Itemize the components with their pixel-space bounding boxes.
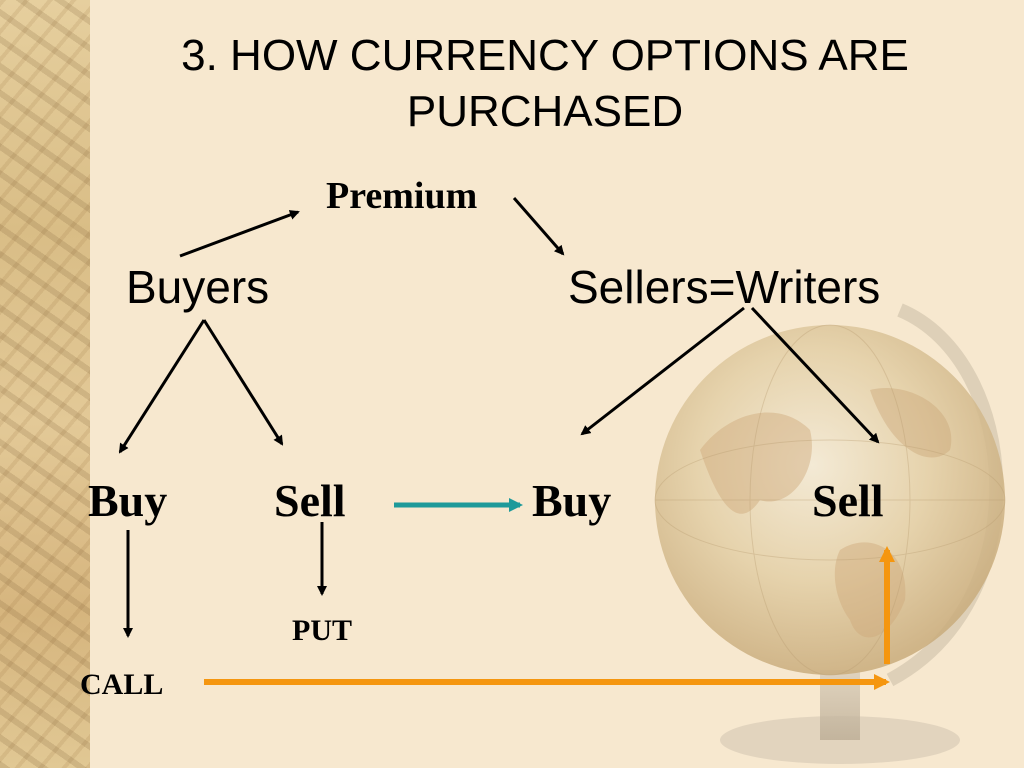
premium-label: Premium: [326, 175, 478, 217]
title-line-2: PURCHASED: [406, 87, 684, 136]
buyer-buy-label: Buy: [88, 475, 168, 526]
call-label: CALL: [80, 668, 164, 701]
buyers-label: Buyers: [126, 261, 270, 313]
slide-title: 3. HOW CURRENCY OPTIONS ARE PURCHASED: [95, 28, 995, 140]
put-label: PUT: [292, 614, 352, 647]
arrow-sellers-to-buy: [580, 306, 745, 436]
arrow-premium-to-sellers: [512, 197, 565, 256]
arrow-buyers-to-buy: [118, 319, 206, 454]
arrow-buyers-to-sell: [202, 319, 284, 446]
title-line-1: 3. HOW CURRENCY OPTIONS ARE: [181, 31, 909, 80]
sellers-writers-label: Sellers=Writers: [568, 261, 881, 313]
seller-buy-label: Buy: [532, 475, 612, 526]
seller-sell-label: Sell: [812, 475, 884, 526]
buyer-sell-label: Sell: [274, 475, 346, 526]
arrow-buyers-to-premium: [179, 210, 300, 258]
decorative-map-strip: [0, 0, 90, 768]
arrow-sellers-to-sell: [750, 306, 880, 444]
